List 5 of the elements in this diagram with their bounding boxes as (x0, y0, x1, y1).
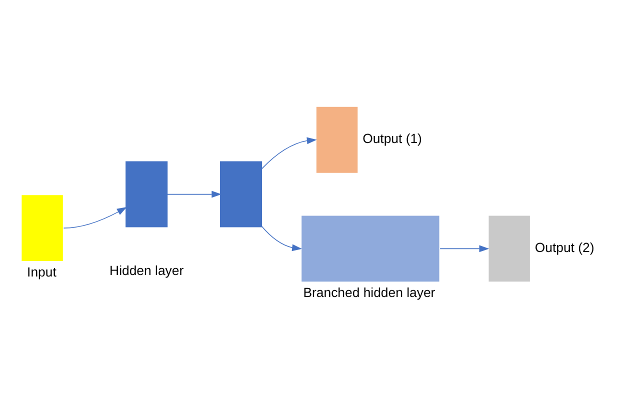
node-label: Branched hidden layer (303, 285, 436, 300)
node-label: Output (2) (534, 240, 594, 255)
label: Hidden layer (110, 262, 184, 278)
node-label: Input (27, 264, 56, 280)
node-label: Output (1) (362, 131, 422, 146)
